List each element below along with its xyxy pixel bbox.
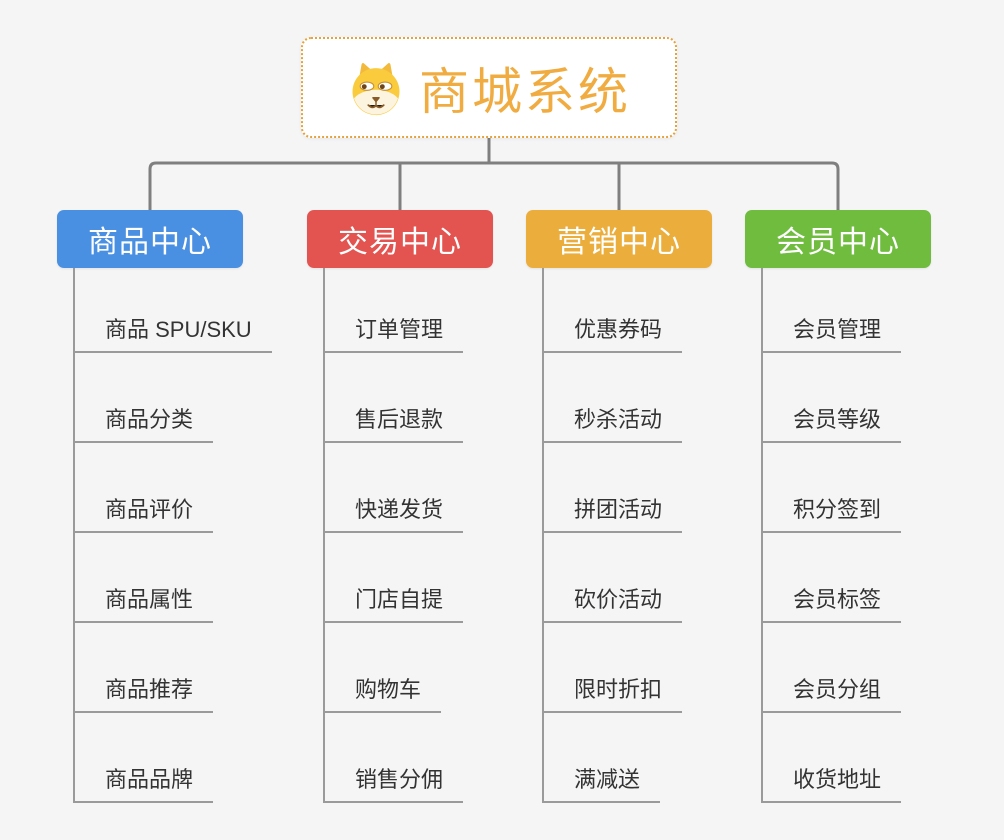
child-topic-label: 满减送: [574, 767, 641, 792]
root-node[interactable]: 商城系统: [301, 37, 677, 138]
child-topic[interactable]: 收货地址: [761, 713, 902, 803]
child-topic[interactable]: 秒杀活动: [542, 353, 683, 443]
child-topic-label: 收货地址: [793, 767, 882, 792]
child-topic-label: 砍价活动: [574, 587, 663, 612]
child-topic-label: 会员分组: [793, 677, 882, 702]
child-topic[interactable]: 售后退款: [323, 353, 464, 443]
branch-children-member-center: 会员管理会员等级积分签到会员标签会员分组收货地址: [761, 268, 902, 803]
branch-box-trade-center[interactable]: 交易中心: [307, 210, 493, 268]
branch-children-trade-center: 订单管理售后退款快递发货门店自提购物车销售分佣: [323, 268, 464, 803]
child-topic-label: 会员等级: [793, 407, 882, 432]
child-topic[interactable]: 订单管理: [323, 268, 464, 353]
child-topic-label: 门店自提: [355, 587, 444, 612]
child-topic-label: 商品推荐: [105, 677, 194, 702]
child-topic[interactable]: 积分签到: [761, 443, 902, 533]
child-topic-label: 购物车: [355, 677, 422, 702]
child-topic[interactable]: 会员分组: [761, 623, 902, 713]
child-topic-label: 积分签到: [793, 497, 882, 522]
child-topic[interactable]: 门店自提: [323, 533, 464, 623]
child-topic-label: 秒杀活动: [574, 407, 663, 432]
child-topic[interactable]: 商品分类: [73, 353, 214, 443]
child-topic-label: 限时折扣: [574, 677, 663, 702]
root-title: 商城系统: [419, 63, 631, 120]
child-topic[interactable]: 商品评价: [73, 443, 214, 533]
child-topic[interactable]: 会员标签: [761, 533, 902, 623]
child-topic-label: 售后退款: [355, 407, 444, 432]
dog-face-icon: [347, 60, 405, 116]
child-topic-label: 会员管理: [793, 317, 882, 342]
child-topic[interactable]: 拼团活动: [542, 443, 683, 533]
child-topic[interactable]: 限时折扣: [542, 623, 683, 713]
child-topic-label: 商品品牌: [105, 767, 194, 792]
child-topic[interactable]: 商品属性: [73, 533, 214, 623]
child-topic-label: 商品属性: [105, 587, 194, 612]
branch-children-product-center: 商品 SPU/SKU 商品分类商品评价商品属性商品推荐商品品牌: [73, 268, 272, 803]
child-topic-label: 销售分佣: [355, 767, 444, 792]
child-topic[interactable]: 购物车: [323, 623, 442, 713]
child-topic[interactable]: 销售分佣: [323, 713, 464, 803]
child-topic[interactable]: 商品推荐: [73, 623, 214, 713]
child-topic-label: 商品 SPU/SKU: [105, 317, 252, 342]
child-topic[interactable]: 砍价活动: [542, 533, 683, 623]
child-topic-label: 拼团活动: [574, 497, 663, 522]
child-topic-label: 商品评价: [105, 497, 194, 522]
child-topic[interactable]: 会员等级: [761, 353, 902, 443]
child-topic-label: 会员标签: [793, 587, 882, 612]
child-topic-label: 优惠券码: [574, 317, 663, 342]
child-topic[interactable]: 商品品牌: [73, 713, 214, 803]
branch-box-product-center[interactable]: 商品中心: [57, 210, 243, 268]
child-topic[interactable]: 商品 SPU/SKU: [73, 268, 272, 353]
child-topic-label: 商品分类: [105, 407, 194, 432]
branch-children-marketing-center: 优惠券码秒杀活动拼团活动砍价活动限时折扣满减送: [542, 268, 683, 803]
child-topic-label: 快递发货: [355, 497, 444, 522]
branch-box-member-center[interactable]: 会员中心: [745, 210, 931, 268]
child-topic-label: 订单管理: [355, 317, 444, 342]
child-topic[interactable]: 会员管理: [761, 268, 902, 353]
branch-box-marketing-center[interactable]: 营销中心: [526, 210, 712, 268]
child-topic[interactable]: 优惠券码: [542, 268, 683, 353]
child-topic[interactable]: 满减送: [542, 713, 661, 803]
child-topic[interactable]: 快递发货: [323, 443, 464, 533]
